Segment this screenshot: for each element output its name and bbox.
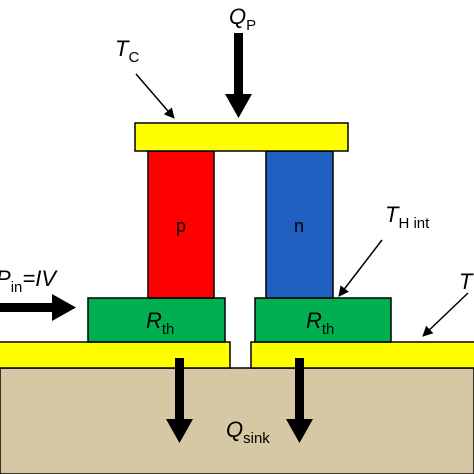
p-leg-label: p <box>176 216 186 236</box>
r-th-right-label: Rth <box>306 308 334 338</box>
bottom-plate-right <box>250 341 474 369</box>
top-plate <box>134 122 349 152</box>
heat-sink <box>0 367 474 474</box>
r-th-block-left <box>87 297 226 343</box>
t-h-int-pointer <box>338 239 383 297</box>
n-leg-label: n <box>294 216 304 236</box>
r-th-left-label: Rth <box>146 308 174 338</box>
t-right-pointer <box>422 292 469 337</box>
q-sink-arrow-right <box>286 358 313 443</box>
p-leg <box>147 150 215 299</box>
t-right-label: T <box>459 269 474 294</box>
t-c-label: TC <box>115 36 139 66</box>
bottom-plate-left <box>0 341 231 369</box>
r-th-block-right <box>254 297 392 343</box>
p-in-arrow <box>0 294 76 321</box>
p-in-label: Pin=IV <box>0 266 58 296</box>
t-c-pointer <box>135 73 175 119</box>
q-p-label: QP <box>229 4 256 34</box>
q-p-arrow <box>225 33 252 118</box>
q-sink-arrow-left <box>166 358 193 443</box>
t-h-int-label: TH int <box>385 202 430 232</box>
q-sink-label: Qsink <box>226 417 270 447</box>
